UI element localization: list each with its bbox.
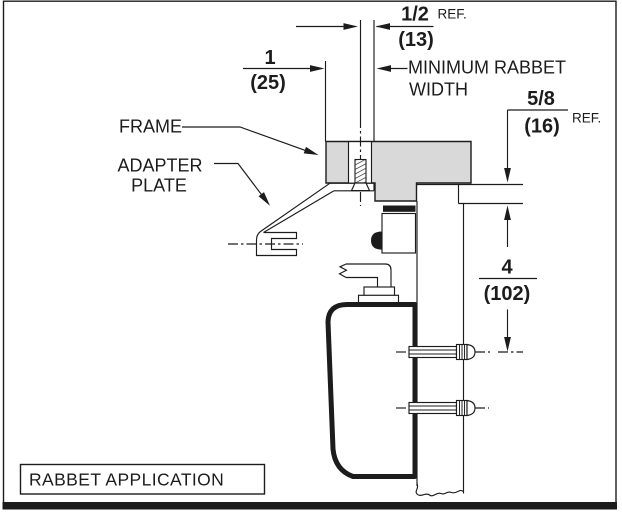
dim-stop-depth-ref: REF.: [572, 111, 601, 126]
min-rabbet-width-label-2: WIDTH: [409, 80, 468, 100]
frame-screw-head: [350, 182, 371, 192]
closer-arm: [338, 263, 400, 306]
leader-line: [214, 162, 262, 195]
screw-dome: [466, 343, 476, 361]
leader-arrow: [258, 192, 270, 206]
screw-shaft: [408, 345, 458, 359]
caption-box: RABBET APPLICATION: [19, 463, 266, 495]
shoe-block: [381, 212, 417, 254]
spindle-block: [363, 286, 396, 297]
caption-border: [19, 463, 266, 495]
dimension-arrow: [504, 205, 511, 220]
dim-stop-depth-in: 5/8: [527, 88, 555, 110]
dimension-rabbet-width: 1/2 REF. (13): [296, 4, 467, 51]
screw-shaft: [408, 401, 458, 415]
adapter-plate-label-2: PLATE: [131, 176, 187, 196]
dimension-frame-face: 1 (25): [243, 47, 325, 94]
dimension-arrow: [375, 23, 390, 30]
label-adapter-plate: ADAPTER PLATE: [117, 156, 270, 206]
dimension-arrow: [504, 168, 511, 183]
closer-body: [325, 302, 418, 479]
dimension-arrow: [504, 337, 511, 352]
dimension-stop-depth: 5/8 REF. (16): [504, 88, 601, 183]
arm-break-line: [338, 263, 348, 278]
frame-screw: [350, 158, 371, 192]
closer-cover: [325, 302, 418, 479]
door-break-line: [415, 483, 464, 497]
frame-screw-threads: [354, 158, 367, 184]
leader-arrow: [376, 65, 391, 72]
mounting-screw-2: [396, 399, 489, 417]
adapter-plate-label-1: ADAPTER: [117, 156, 202, 176]
shoe-screw-head: [371, 231, 382, 250]
dim-frame-face-in: 1: [264, 47, 275, 69]
label-frame: FRAME: [119, 117, 319, 155]
dimension-mounting-distance: 4 (102): [479, 205, 537, 352]
min-rabbet-width-label-1: MINIMUM RABBET: [408, 58, 566, 78]
adapter-plate: [228, 182, 375, 257]
border-bottom-bar: [2, 502, 617, 510]
adapter-plate-outline: [255, 182, 331, 257]
mounting-screw-1: [396, 343, 523, 361]
dim-frame-face-mm: (25): [250, 72, 286, 94]
border-line: [2, 0, 617, 502]
dim-rabbet-width-mm: (13): [398, 29, 434, 51]
caption-text: RABBET APPLICATION: [29, 470, 224, 490]
frame-profile: [325, 140, 472, 202]
dim-stop-depth-mm: (16): [524, 116, 560, 138]
dimension-arrow: [343, 23, 358, 30]
dim-mounting-distance-in: 4: [501, 257, 513, 279]
dimension-arrow: [310, 65, 325, 72]
frame-label: FRAME: [119, 117, 182, 137]
shoe-mount-band: [383, 205, 416, 212]
screw-dome: [466, 399, 476, 417]
leader-arrow: [303, 146, 319, 155]
dim-mounting-distance-mm: (102): [484, 283, 531, 305]
arm-shoe: [371, 205, 417, 254]
figure-border: [2, 0, 617, 510]
dim-rabbet-width-ref: REF.: [438, 7, 467, 22]
label-minimum-rabbet-width: MINIMUM RABBET WIDTH: [376, 58, 566, 100]
leader-line: [182, 126, 307, 152]
dim-rabbet-width-in: 1/2: [401, 4, 429, 26]
